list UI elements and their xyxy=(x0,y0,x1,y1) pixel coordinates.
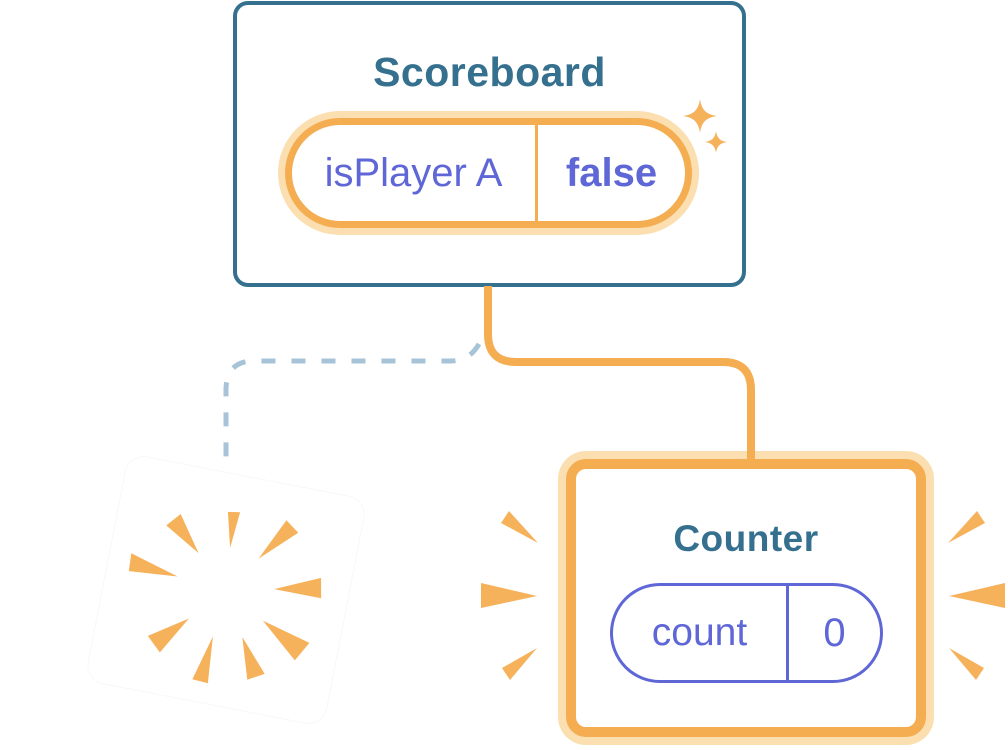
scoreboard-state-key: isPlayer A xyxy=(324,150,503,195)
scoreboard-state-value: false xyxy=(535,125,685,221)
counter-state-key: count xyxy=(651,611,748,654)
destroyed-component-box xyxy=(85,454,367,726)
counter-state-value: 0 xyxy=(786,586,880,680)
scoreboard-title: Scoreboard xyxy=(373,49,606,95)
counter-state-pill: count 0 xyxy=(610,583,883,683)
counter-title: Counter xyxy=(673,518,819,559)
scoreboard-state-pill: isPlayer A false xyxy=(285,118,692,228)
connector-solid-counter xyxy=(484,286,755,462)
connector-dashed-destroyed xyxy=(223,342,482,461)
poof-burst-icon xyxy=(128,511,322,684)
